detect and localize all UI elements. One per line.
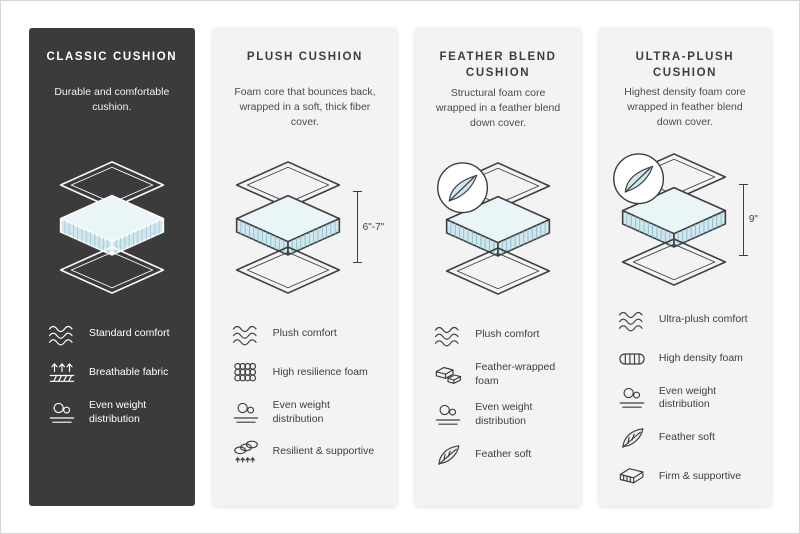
- panels-row: CLASSIC CUSHION Durable and comfortable …: [1, 28, 799, 506]
- panel-description: Durable and comfortable cushion.: [54, 86, 170, 114]
- feature-label: High density foam: [658, 351, 743, 364]
- height-measure: 9": [738, 183, 758, 256]
- feature-label: Feather soft: [475, 447, 532, 460]
- feature-item: Plush comfort: [230, 321, 381, 347]
- feature-label: Plush comfort: [272, 327, 337, 340]
- comfort-waves-icon: [230, 321, 262, 347]
- measure-label: 6"-7": [362, 221, 385, 233]
- resilience-foam-icon: [230, 360, 262, 386]
- panel-title: CLASSIC CUSHION: [46, 51, 178, 63]
- feature-label: Even weight distribution: [89, 399, 147, 425]
- feature-item: Plush comfort: [432, 322, 564, 348]
- feature-item: High density foam: [616, 346, 754, 372]
- feature-label: Resilient & supportive: [272, 445, 375, 458]
- feature-label: Plush comfort: [475, 328, 540, 341]
- feature-item: Resilient & supportive: [230, 439, 381, 465]
- panel-description: Foam core that bounces back, wrapped in …: [234, 86, 376, 129]
- feature-item: Standard comfort: [46, 321, 178, 347]
- feather-icon: [616, 425, 648, 451]
- feature-label: High resilience foam: [272, 366, 368, 379]
- feature-item: Even weight distribution: [432, 401, 564, 428]
- cushion-illustration: [428, 142, 568, 314]
- feature-item: Ultra-plush comfort: [616, 307, 754, 333]
- feature-item: Even weight distribution: [616, 385, 754, 412]
- cushion-diagram: [612, 153, 727, 287]
- feature-label: Even weight distribution: [475, 401, 533, 427]
- cushion-illustration: [42, 141, 182, 313]
- feature-label: Even weight distribution: [272, 399, 330, 425]
- feature-label: Breathable fabric: [89, 366, 169, 379]
- even-weight-icon: [46, 400, 78, 426]
- cushion-illustration: 6"-7": [226, 141, 385, 313]
- feature-item: High resilience foam: [230, 360, 381, 386]
- feature-item: Feather soft: [432, 442, 564, 468]
- feature-label: Feather soft: [658, 431, 715, 444]
- feature-item: Firm & supportive: [616, 464, 754, 490]
- measure-line: [738, 183, 748, 256]
- foam-bricks-icon: [432, 362, 464, 388]
- breathable-fabric-icon: [46, 360, 78, 386]
- panel-description: Structural foam core wrapped in a feathe…: [435, 87, 561, 130]
- feather-icon: [432, 442, 464, 468]
- cushion-illustration: 9": [612, 141, 758, 299]
- comfort-waves-icon: [432, 322, 464, 348]
- panel-title: FEATHER BLEND CUSHION: [439, 51, 557, 79]
- feature-item: Even weight distribution: [230, 399, 381, 426]
- measure-line: [352, 191, 362, 263]
- cushion-diagram: [437, 161, 551, 295]
- feather-badge-icon: [612, 153, 664, 205]
- feature-label: Ultra-plush comfort: [658, 312, 748, 325]
- panel-title: PLUSH CUSHION: [246, 51, 363, 63]
- feature-label: Firm & supportive: [658, 470, 742, 483]
- panel-title: ULTRA-PLUSH CUSHION: [635, 51, 735, 79]
- density-foam-icon: [616, 346, 648, 372]
- cushion-diagram: [59, 160, 164, 294]
- spring-support-icon: [230, 439, 262, 465]
- firm-support-icon: [616, 464, 648, 490]
- feature-label: Standard comfort: [89, 327, 170, 340]
- panel-ultra-plush-cushion: ULTRA-PLUSH CUSHION Highest density foam…: [598, 28, 771, 506]
- even-weight-icon: [230, 400, 262, 426]
- panel-description: Highest density foam core wrapped in fea…: [624, 86, 746, 129]
- cushion-diagram: [235, 160, 340, 294]
- feature-item: Even weight distribution: [46, 399, 178, 426]
- feather-badge-icon: [437, 161, 489, 213]
- feature-item: Feather-wrapped foam: [432, 361, 564, 388]
- even-weight-icon: [432, 402, 464, 428]
- feature-label: Even weight distribution: [658, 384, 717, 411]
- feature-item: Feather soft: [616, 425, 754, 451]
- measure-label: 9": [748, 214, 758, 226]
- even-weight-icon: [616, 385, 648, 411]
- height-measure: 6"-7": [352, 191, 385, 263]
- comfort-waves-icon: [46, 321, 78, 347]
- feature-item: Breathable fabric: [46, 360, 178, 386]
- panel-plush-cushion: PLUSH CUSHION Foam core that bounces bac…: [212, 28, 398, 506]
- panel-classic-cushion: CLASSIC CUSHION Durable and comfortable …: [29, 28, 195, 506]
- comfort-waves-icon: [616, 307, 648, 333]
- feature-label: Feather-wrapped foam: [475, 361, 556, 387]
- panel-feather-blend-cushion: FEATHER BLEND CUSHION Structural foam co…: [415, 28, 581, 506]
